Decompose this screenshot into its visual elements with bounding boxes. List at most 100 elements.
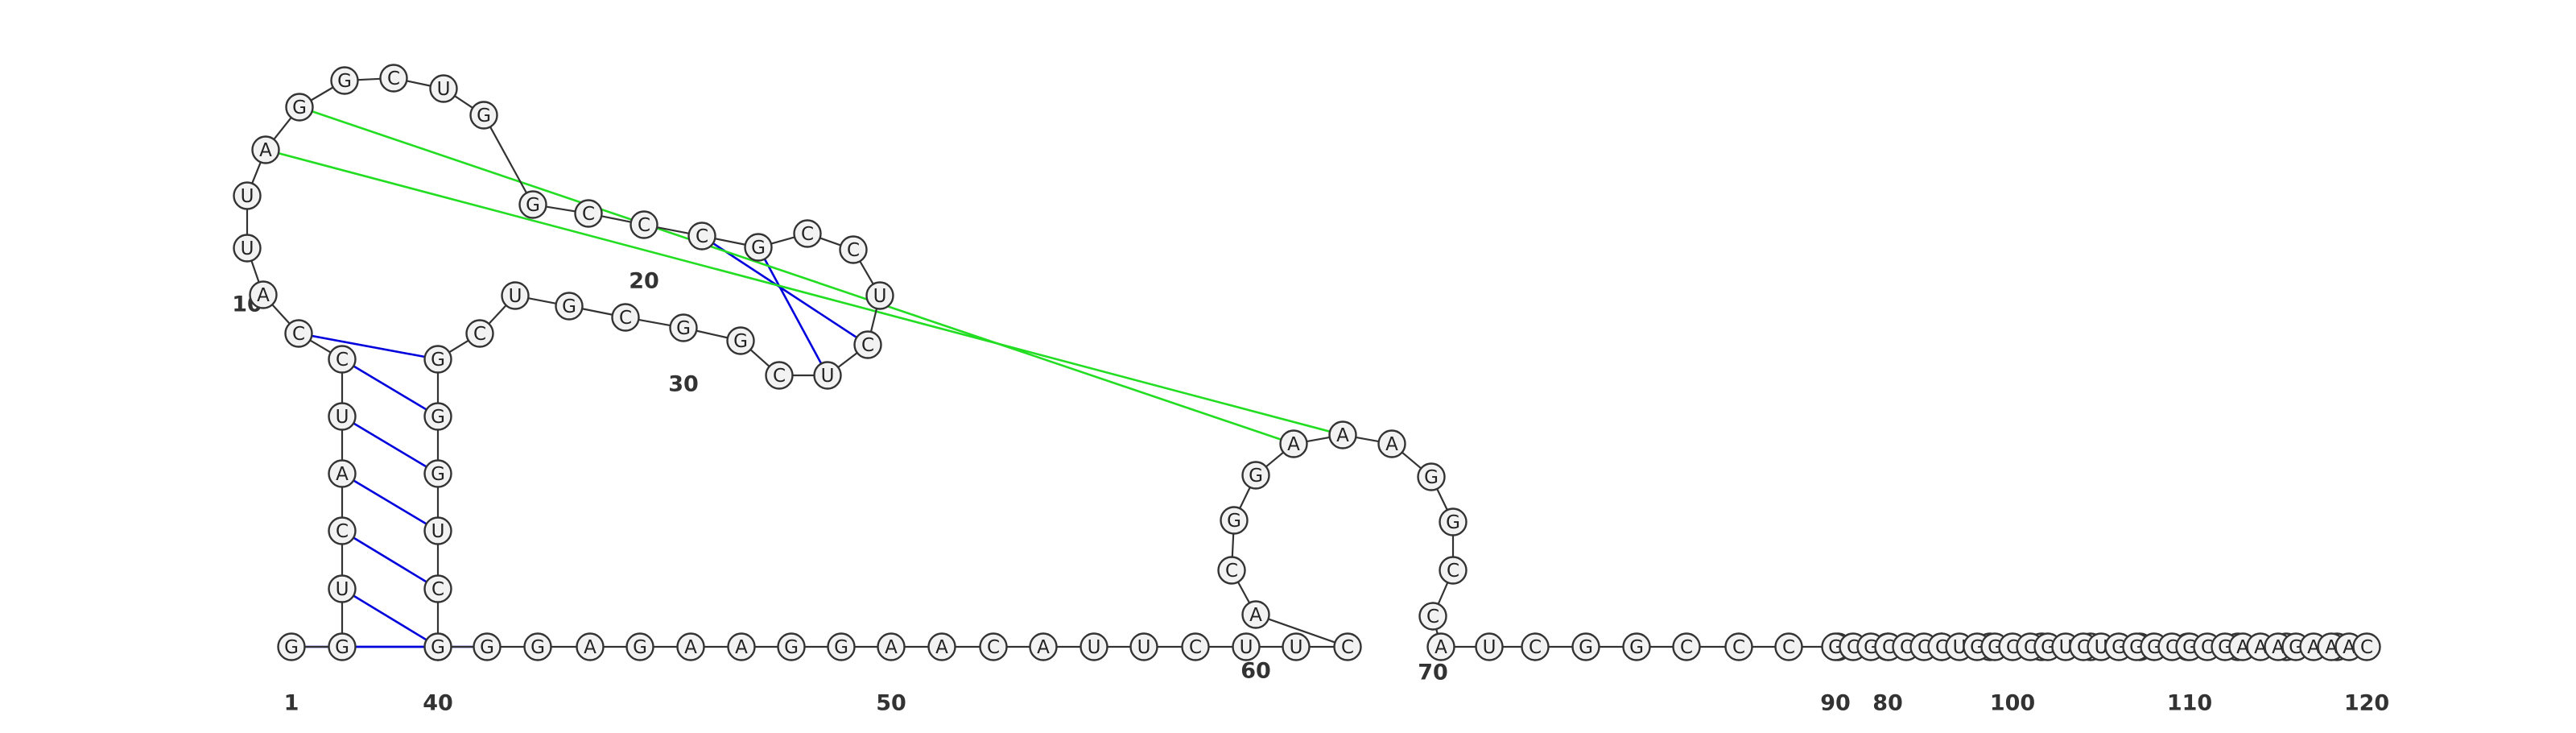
nucleotide-circle <box>1220 506 1249 535</box>
nucleotide-letter: C <box>431 579 444 600</box>
nucleotide-49: G <box>827 632 856 661</box>
nucleotide-circle <box>423 574 452 603</box>
nucleotide-55: U <box>1129 632 1158 661</box>
nucleotide-circle <box>744 233 773 262</box>
nucleotide-letter: C <box>1529 637 1542 658</box>
tertiary-pair-line <box>265 148 1344 437</box>
backbone-segment <box>638 318 671 327</box>
nucleotide-letter: U <box>437 79 451 100</box>
nucleotide-letter: A <box>2236 637 2249 658</box>
nucleotide-circle <box>233 181 262 210</box>
nucleotide-letter: G <box>526 195 540 216</box>
nucleotide-circle <box>328 516 357 545</box>
nucleotide-7: C <box>328 345 357 374</box>
nucleotide-circle <box>839 235 868 264</box>
nucleotide-letter: G <box>751 238 766 259</box>
nucleotide-46: A <box>676 632 705 661</box>
nucleotide-letter: C <box>2024 637 2037 658</box>
nucleotide-circle <box>429 74 458 103</box>
nucleotide-letter: A <box>885 637 898 658</box>
nucleotide-circle <box>827 632 856 661</box>
nucleotide-3: U <box>328 574 357 603</box>
nucleotide-letter: C <box>336 350 349 371</box>
nucleotide-circle <box>727 632 756 661</box>
nucleotide-44: A <box>576 632 605 661</box>
canonical-pair-line <box>298 332 439 361</box>
backbone-segment <box>869 308 878 333</box>
nucleotide-circle <box>423 402 452 431</box>
nucleotide-5: A <box>328 459 357 488</box>
nucleotide-letter: C <box>801 224 814 245</box>
nucleotide-letter: A <box>259 140 272 161</box>
nucleotide-letter: C <box>1680 637 1693 658</box>
nucleotide-4: C <box>328 516 357 545</box>
backbone-segment <box>581 308 613 316</box>
nucleotide-42: G <box>473 632 502 661</box>
nucleotide-43: G <box>523 632 552 661</box>
nucleotide-circle <box>518 190 547 219</box>
nucleotide-circle <box>630 210 658 239</box>
nucleotide-letter: G <box>562 296 576 317</box>
nucleotide-circle <box>765 361 794 390</box>
position-label: 1 <box>284 691 299 716</box>
nucleotide-letter: C <box>2201 637 2214 658</box>
backbone-segment <box>251 161 262 184</box>
nucleotide-circle <box>1475 632 1504 661</box>
backbone-segment <box>448 339 469 354</box>
nucleotide-68: G <box>1439 507 1468 536</box>
position-label: 20 <box>629 269 659 294</box>
nucleotide-circle <box>330 66 359 95</box>
nucleotide-circle <box>423 516 452 545</box>
nucleotide-circle <box>423 632 452 661</box>
nucleotide-letter: G <box>676 318 691 339</box>
nucleotide-circle <box>625 632 654 661</box>
nucleotide-67: G <box>1417 462 1446 491</box>
nucleotide-circle <box>1080 632 1108 661</box>
nucleotide-letter: C <box>696 226 708 247</box>
nucleotide-circle <box>328 345 357 374</box>
nucleotide-letter: C <box>1882 637 1895 658</box>
nucleotide-51: A <box>927 632 956 661</box>
nucleotide-letter: C <box>773 366 786 387</box>
nucleotide-circle <box>574 199 603 228</box>
nucleotide-letter: G <box>2182 637 2197 658</box>
nucleotide-letter: G <box>633 637 647 658</box>
canonical-pair-line <box>341 415 439 475</box>
nucleotide-letter: U <box>2059 637 2073 658</box>
nucleotide-letter: A <box>2325 637 2338 658</box>
nucleotide-27: U <box>813 361 842 390</box>
nucleotide-circle <box>1241 461 1270 490</box>
nucleotide-letter: A <box>1287 434 1300 455</box>
nucleotide-23: C <box>793 219 822 248</box>
nucleotide-letter: U <box>336 579 349 600</box>
nucleotide-72: U <box>1475 632 1504 661</box>
nucleotide-circle <box>1774 632 1803 661</box>
nucleotide-circle <box>979 632 1008 661</box>
backbone-segment <box>714 238 746 246</box>
nucleotide-circle <box>1029 632 1058 661</box>
nucleotide-letter: C <box>1935 637 1948 658</box>
nucleotide-circle <box>1181 632 1210 661</box>
nucleotide-letter: G <box>2147 637 2161 658</box>
nucleotide-18: G <box>518 190 547 219</box>
nucleotide-circle <box>555 292 584 321</box>
backbone-segment <box>1265 451 1285 468</box>
nucleotide-circle <box>1521 632 1550 661</box>
nucleotide-circle <box>669 313 698 342</box>
nucleotide-circle <box>379 64 408 93</box>
backbone-segment <box>454 95 473 109</box>
nucleotide-56: C <box>1181 632 1210 661</box>
nucleotide-28: C <box>765 361 794 390</box>
backbone-segment <box>357 77 381 81</box>
position-label: 70 <box>1418 661 1448 685</box>
nucleotide-34: C <box>465 319 494 348</box>
nucleotide-letter: C <box>2360 637 2373 658</box>
nucleotide-circle <box>1241 600 1270 629</box>
nucleotide-54: U <box>1080 632 1108 661</box>
nucleotide-36: G <box>423 402 452 431</box>
nucleotide-circle <box>576 632 605 661</box>
nucleotide-letter: A <box>2272 637 2285 658</box>
backbone-segment <box>488 304 507 325</box>
nucleotide-9: A <box>249 280 278 309</box>
nucleotide-63: G <box>1241 461 1270 490</box>
